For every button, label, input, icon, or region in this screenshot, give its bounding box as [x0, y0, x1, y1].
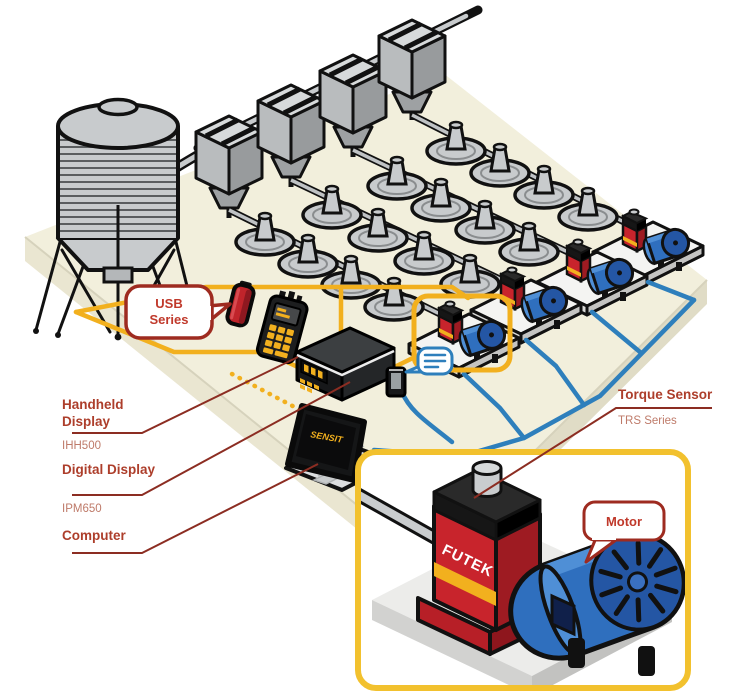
usb-wireless-adapter — [385, 366, 407, 398]
leader-line-torque — [473, 407, 712, 499]
torque-label-title: Torque Sensor — [618, 387, 713, 402]
feed-pan — [234, 211, 296, 257]
label-digital-display: Digital Display IPM650 — [62, 381, 351, 515]
feed-pan — [513, 164, 575, 210]
feed-pan — [454, 199, 516, 245]
silo-tank — [56, 97, 180, 284]
feed-pan — [347, 207, 409, 253]
feed-hopper — [256, 83, 326, 187]
motor-mini — [458, 319, 507, 363]
highlight-box — [411, 293, 513, 373]
feed-pan — [425, 120, 487, 166]
handheld-label-line1: Handheld — [62, 397, 124, 412]
blue-cable-wireless — [399, 389, 455, 445]
wireless-bubble-icon — [404, 346, 454, 376]
handheld-display-device — [255, 290, 309, 365]
motor-mini — [642, 227, 691, 271]
inset-shaft-left — [361, 483, 450, 551]
feed-pan — [498, 221, 560, 267]
feed-pan — [410, 177, 472, 223]
feed-pan — [557, 186, 619, 232]
computer-label-title: Computer — [62, 528, 126, 543]
handheld-label-model: IHH500 — [62, 440, 101, 452]
label-computer: Computer — [62, 463, 319, 554]
motor-mini — [586, 257, 635, 301]
label-handheld-display: Handheld Display IHH500 — [62, 356, 299, 452]
feed-hopper — [194, 114, 264, 218]
leader-line-handheld — [72, 356, 299, 434]
leader-line-computer — [72, 463, 319, 554]
feed-hopper — [377, 18, 447, 120]
silo — [33, 97, 241, 341]
digital-label-model: IPM650 — [62, 503, 102, 515]
usb-callout-line1: USB — [155, 296, 182, 311]
feed-hoppers — [194, 18, 447, 218]
usb-series-callout: USB Series — [124, 284, 232, 340]
feed-line — [351, 146, 572, 267]
inset-panel: FUTEK — [355, 449, 691, 691]
usb-callout-line2: Series — [149, 312, 188, 327]
handheld-label-line2: Display — [62, 414, 111, 429]
motor-junction-box — [550, 593, 576, 637]
motor-callout-label: Motor — [606, 514, 642, 529]
motor-platform — [469, 266, 583, 345]
feed-pan — [469, 142, 531, 188]
torque-label-model: TRS Series — [618, 415, 677, 427]
feed-pan — [301, 184, 363, 230]
inset-border — [355, 449, 691, 691]
torque-sensor-mini — [620, 208, 649, 254]
feed-pan — [277, 233, 339, 279]
feed-line — [227, 206, 444, 322]
motor-callout: Motor — [582, 500, 666, 564]
motor-mini — [520, 285, 569, 329]
digital-label-title: Digital Display — [62, 462, 156, 477]
feed-pan — [363, 276, 425, 322]
torque-sensor-mini — [436, 300, 465, 346]
silo-cap — [97, 97, 139, 117]
feed-pan — [393, 230, 455, 276]
feed-pan — [366, 155, 428, 201]
feed-line — [410, 111, 628, 232]
feed-line — [289, 176, 506, 299]
label-torque-sensor: Torque Sensor TRS Series — [473, 387, 713, 499]
leader-line-digital — [72, 381, 351, 496]
digital-display-device — [295, 326, 396, 402]
inset-torque-sensor: FUTEK — [416, 460, 554, 656]
